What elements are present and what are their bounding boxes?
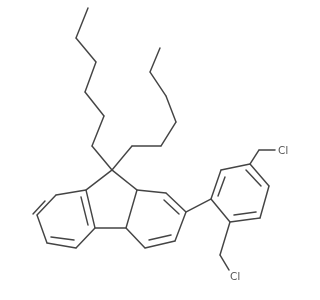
bond (144, 240, 176, 249)
chemical-structure: Cl Cl (32, 7, 288, 283)
dichloromethyl-benzene-ring (210, 163, 270, 223)
bond (125, 189, 138, 229)
bond (36, 194, 57, 216)
left-hexyl-chain (75, 7, 113, 171)
lower-chloromethyl-group (219, 221, 231, 271)
bond (136, 189, 167, 194)
bond (91, 115, 105, 147)
right-hexyl-chain (111, 47, 177, 171)
bond (229, 217, 261, 223)
bond (217, 176, 226, 197)
bond (160, 121, 177, 147)
molecule-canvas: Cl Cl (32, 7, 289, 283)
bond (219, 221, 231, 256)
bond (165, 192, 187, 213)
bond (125, 227, 146, 249)
molecule-bonds (32, 7, 276, 271)
bond (249, 163, 270, 187)
fluorene-left-ring (32, 189, 96, 249)
bond (149, 47, 161, 73)
bond (55, 189, 87, 196)
fluorene-five-membered-ring (85, 169, 138, 229)
bond (148, 234, 172, 241)
bond (165, 95, 177, 123)
bond (149, 71, 167, 97)
bond (185, 198, 212, 213)
bond (163, 199, 180, 215)
bond (210, 198, 231, 223)
upper-chloromethyl-group (249, 149, 276, 165)
bond (84, 61, 97, 93)
bond (259, 185, 270, 219)
bond (85, 169, 113, 191)
bond (75, 227, 96, 249)
chlorine-atom-label-upper: Cl (278, 145, 288, 157)
bond (32, 200, 46, 215)
biaryl-link (185, 198, 212, 213)
bond (210, 169, 222, 200)
bond (245, 169, 262, 187)
bond (75, 7, 89, 39)
bond (220, 163, 251, 171)
bond (219, 254, 230, 271)
bond (249, 149, 260, 165)
bond (174, 211, 187, 242)
bond (85, 189, 96, 229)
bond (233, 211, 257, 216)
bond (75, 37, 97, 63)
bond (84, 91, 105, 117)
chlorine-atom-label-lower: Cl (230, 271, 240, 283)
bond (36, 214, 48, 244)
bond (50, 236, 75, 241)
bond (91, 145, 113, 171)
fluorene-right-ring (125, 189, 187, 249)
bond (46, 242, 77, 249)
bond (111, 169, 138, 191)
bond (111, 145, 133, 171)
bond (80, 196, 89, 226)
